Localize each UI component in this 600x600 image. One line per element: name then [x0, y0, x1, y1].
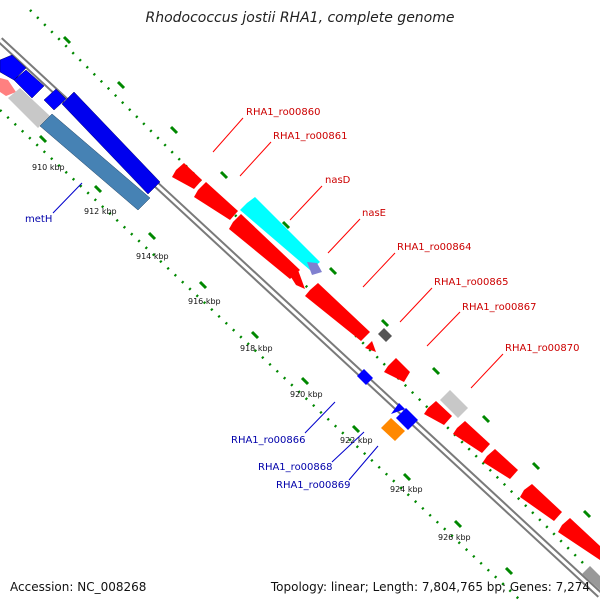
- map-title: Rhodococcus jostii RHA1, complete genome: [145, 10, 455, 26]
- label-RHA1_ro00865[interactable]: RHA1_ro00865: [434, 277, 509, 288]
- inner-guide-ticks: [38, 134, 514, 576]
- label-nasE[interactable]: nasE: [362, 208, 386, 219]
- feature-blue-2[interactable]: [13, 69, 45, 99]
- label-RHA1_ro00866[interactable]: RHA1_ro00866: [231, 435, 306, 446]
- tick-922: 922 kbp: [340, 436, 373, 445]
- RHA1_ro00860-gene[interactable]: [172, 163, 202, 189]
- nasD-gene[interactable]: [240, 197, 320, 270]
- tick-914: 914 kbp: [136, 252, 169, 261]
- feature-blue-922b[interactable]: [396, 408, 418, 430]
- forward-gene-a[interactable]: [453, 421, 490, 453]
- label-nasD[interactable]: nasD: [325, 175, 351, 186]
- feature-blue-3[interactable]: [43, 88, 67, 111]
- tick-926: 926 kbp: [438, 533, 471, 542]
- tick-916: 916 kbp: [188, 297, 221, 306]
- forward-features: [172, 163, 600, 590]
- label-RHA1_ro00864[interactable]: RHA1_ro00864: [397, 242, 472, 253]
- label-RHA1_ro00861[interactable]: RHA1_ro00861: [273, 131, 348, 142]
- label-RHA1_ro00870[interactable]: RHA1_ro00870: [505, 343, 580, 354]
- forward-gene-d[interactable]: [558, 518, 600, 560]
- scale-tick-labels: 910 kbp 912 kbp 914 kbp 916 kbp 918 kbp …: [32, 163, 471, 542]
- feature-grey-1[interactable]: [8, 88, 50, 128]
- RHA1_ro00865-arrow[interactable]: [365, 341, 376, 352]
- nasE-gene[interactable]: [229, 214, 300, 279]
- label-leaders: [52, 117, 504, 481]
- feature-blue-1[interactable]: [0, 54, 27, 81]
- metH-segment[interactable]: [39, 113, 151, 211]
- tick-910: 910 kbp: [32, 163, 65, 172]
- nasD-tail[interactable]: [307, 262, 322, 275]
- label-RHA1_ro00860[interactable]: RHA1_ro00860: [246, 107, 321, 118]
- track-guides: [0, 9, 600, 600]
- outer-guide-ticks: [62, 35, 592, 519]
- feature-blue-920[interactable]: [357, 369, 373, 385]
- feature-blue-922a[interactable]: [391, 403, 405, 414]
- topology-text: Topology: linear; Length: 7,804,765 bp; …: [270, 580, 590, 594]
- reverse-features: [0, 54, 418, 441]
- RHA1_ro00870-gene[interactable]: [424, 401, 452, 425]
- nasE-arrow[interactable]: [289, 270, 305, 289]
- forward-grey-end[interactable]: [582, 566, 600, 590]
- metH-gene[interactable]: [61, 91, 161, 195]
- outer-forward-guide: [29, 9, 600, 581]
- forward-gene-b[interactable]: [483, 449, 518, 479]
- feature-orange-922[interactable]: [381, 418, 405, 441]
- label-RHA1_ro00868[interactable]: RHA1_ro00868: [258, 462, 333, 473]
- RHA1_ro00865-gene[interactable]: [378, 328, 392, 342]
- feature-pink-1[interactable]: [0, 78, 16, 96]
- reverse-gene-labels: metH RHA1_ro00866 RHA1_ro00868 RHA1_ro00…: [25, 214, 351, 491]
- RHA1_ro00864-gene[interactable]: [305, 283, 370, 341]
- RHA1_ro00867-gene[interactable]: [384, 358, 410, 382]
- tick-918: 918 kbp: [240, 344, 273, 353]
- label-RHA1_ro00869[interactable]: RHA1_ro00869: [276, 480, 351, 491]
- forward-gene-c[interactable]: [520, 484, 562, 521]
- label-metH[interactable]: metH: [25, 214, 52, 225]
- inner-reverse-guide: [0, 109, 521, 600]
- forward-gene-labels: RHA1_ro00860 RHA1_ro00861 nasD nasE RHA1…: [246, 107, 580, 354]
- accession-text: Accession: NC_008268: [10, 580, 147, 594]
- RHA1_ro00861-gene[interactable]: [194, 182, 238, 220]
- label-RHA1_ro00867[interactable]: RHA1_ro00867: [462, 302, 537, 313]
- RHA1_ro00870-grey[interactable]: [440, 390, 468, 418]
- tick-912: 912 kbp: [84, 207, 117, 216]
- tick-920: 920 kbp: [290, 390, 323, 399]
- tick-924: 924 kbp: [390, 485, 423, 494]
